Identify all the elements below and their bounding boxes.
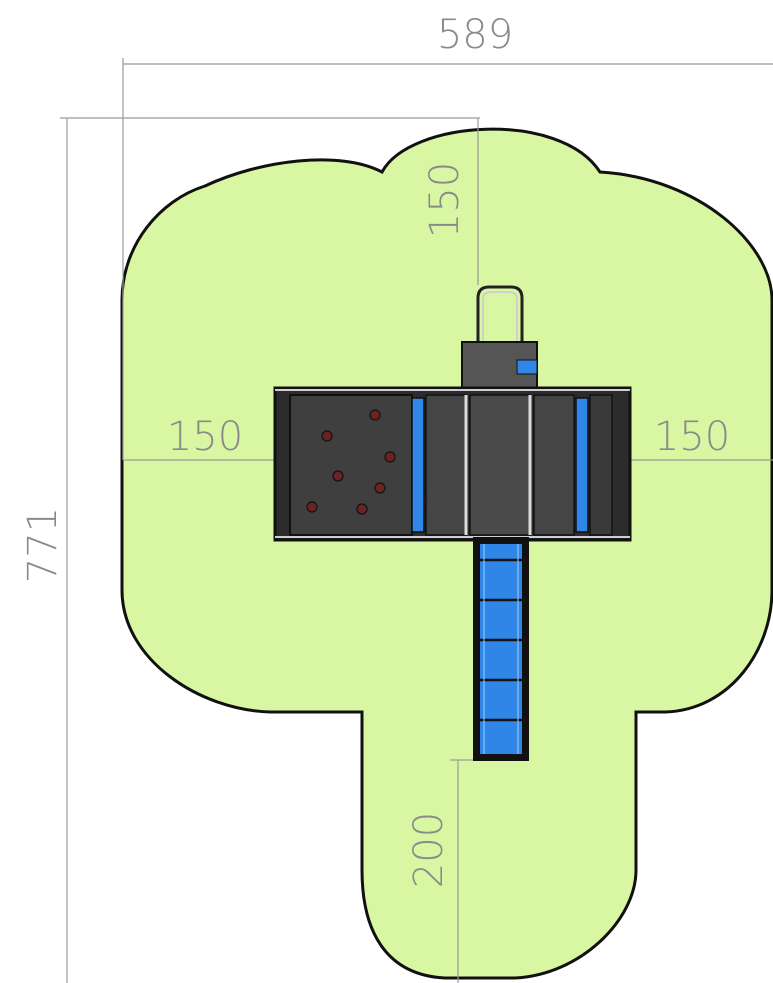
climbing-wall-panel [289, 394, 413, 536]
dimension-height-label: 771 [20, 507, 66, 583]
ladder-rungs [480, 558, 522, 722]
handrail [476, 285, 524, 360]
dimension-width-label: 589 [437, 12, 513, 58]
center-panel [469, 394, 531, 536]
dimension-lines [60, 58, 773, 983]
dimension-bottom-clearance-label: 200 [406, 812, 452, 888]
blue-rail-right [575, 397, 589, 533]
safety-zone-area [120, 127, 773, 980]
blue-rail-left [411, 397, 425, 533]
right-panel [533, 394, 575, 536]
dimension-left-clearance-label: 150 [167, 414, 243, 460]
middle-panel [425, 394, 467, 536]
dimension-right-clearance-label: 150 [654, 414, 730, 460]
play-structure [273, 285, 632, 761]
dimension-top-clearance-label: 150 [422, 162, 468, 238]
